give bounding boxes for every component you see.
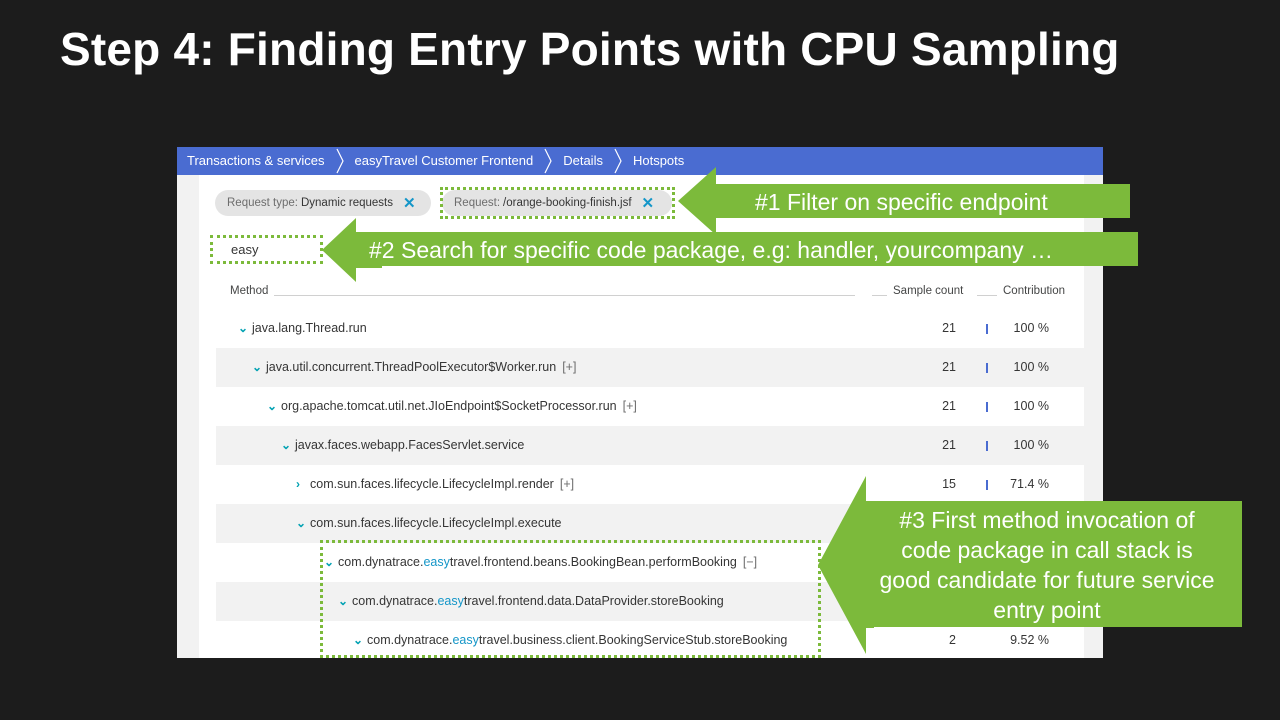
callout-3-line-1: #3 First method invocation of	[899, 507, 1195, 533]
callout-3-line-2: code package in call stack is	[901, 537, 1193, 563]
contribution: 100 %	[1013, 321, 1049, 335]
method-name-suffix: travel.business.client.BookingServiceStu…	[478, 633, 788, 647]
chevron-right-icon	[613, 147, 623, 175]
header-divider	[872, 295, 887, 296]
search-input[interactable]	[217, 239, 335, 259]
callout-2: #2 Search for specific code package, e.g…	[356, 232, 1138, 266]
chevron-right-icon[interactable]: ›	[296, 477, 300, 491]
contribution: 100 %	[1013, 438, 1049, 452]
chevron-down-icon[interactable]: ⌄	[296, 516, 307, 530]
close-icon[interactable]: ✕	[641, 195, 655, 212]
header-divider	[274, 295, 855, 296]
chip-value: /orange-booking-finish.jsf	[503, 197, 632, 209]
table-row[interactable]: › com.sun.faces.lifecycle.LifecycleImpl.…	[216, 465, 1084, 504]
callout-arrow-left-icon	[818, 476, 874, 654]
callout-3-line-4: entry point	[993, 597, 1101, 623]
method-name: com.sun.faces.lifecycle.LifecycleImpl.ex…	[310, 516, 562, 530]
expand-button[interactable]: [+]	[622, 399, 637, 413]
method-name-prefix: com.dynatrace.	[338, 555, 424, 569]
method-name: com.sun.faces.lifecycle.LifecycleImpl.re…	[310, 477, 554, 491]
column-header-method[interactable]: Method	[230, 285, 269, 297]
sample-count: 15	[942, 477, 956, 491]
callout-1: #1 Filter on specific endpoint	[716, 184, 1130, 218]
filter-chip-request: Request: /orange-booking-finish.jsf ✕	[442, 190, 672, 216]
table-row[interactable]: ⌄ java.util.concurrent.ThreadPoolExecuto…	[216, 348, 1084, 387]
chevron-down-icon[interactable]: ⌄	[252, 360, 263, 374]
column-header-contribution[interactable]: Contribution	[1003, 285, 1066, 297]
sample-count: 21	[942, 438, 956, 452]
chevron-down-icon[interactable]: ⌄	[324, 555, 335, 569]
search-match-highlight: easy	[423, 555, 450, 569]
close-icon[interactable]: ✕	[403, 195, 416, 212]
callout-2-text: #2 Search for specific code package, e.g…	[369, 237, 1054, 263]
breadcrumb: Transactions & services easyTravel Custo…	[177, 147, 1103, 175]
breadcrumb-details[interactable]: Details	[563, 153, 603, 168]
callout-1-text: #1 Filter on specific endpoint	[755, 189, 1048, 215]
contribution: 71.4 %	[1010, 477, 1049, 491]
chevron-down-icon[interactable]: ⌄	[267, 399, 278, 413]
chevron-down-icon[interactable]: ⌄	[338, 594, 349, 608]
contribution-bar	[986, 441, 988, 451]
method-name-suffix: travel.frontend.beans.BookingBean.perfor…	[449, 555, 737, 569]
slide-title: Step 4: Finding Entry Points with CPU Sa…	[60, 23, 1120, 75]
expand-button[interactable]: [+]	[559, 477, 575, 491]
callout-3: #3 First method invocation of code packa…	[866, 501, 1242, 627]
contribution: 100 %	[1013, 399, 1049, 413]
contribution-bar	[986, 402, 988, 412]
contribution-bar	[986, 480, 988, 490]
table-row[interactable]: ⌄ org.apache.tomcat.util.net.JIoEndpoint…	[216, 387, 1084, 426]
chevron-down-icon[interactable]: ⌄	[238, 321, 249, 335]
table-row[interactable]: ⌄ javax.faces.webapp.FacesServlet.servic…	[216, 426, 1084, 465]
sample-count: 21	[942, 399, 956, 413]
sample-count: 21	[942, 321, 956, 335]
method-name: org.apache.tomcat.util.net.JIoEndpoint$S…	[281, 399, 617, 413]
column-header-sample-count[interactable]: Sample count	[893, 285, 964, 297]
breadcrumb-easytravel-frontend[interactable]: easyTravel Customer Frontend	[354, 153, 534, 168]
method-name: javax.faces.webapp.FacesServlet.service	[295, 438, 525, 452]
method-name: java.util.concurrent.ThreadPoolExecutor$…	[266, 360, 557, 374]
chip-key: Request:	[454, 197, 501, 209]
method-name: java.lang.Thread.run	[252, 321, 367, 335]
sample-count: 2	[949, 633, 956, 647]
filter-chip-request-type: Request type: Dynamic requests ✕	[215, 190, 431, 216]
chevron-right-icon	[335, 147, 345, 175]
chevron-down-icon[interactable]: ⌄	[353, 633, 364, 647]
header-divider	[977, 295, 997, 296]
method-name-suffix: travel.frontend.data.DataProvider.storeB…	[463, 594, 724, 608]
search-match-highlight: easy	[452, 633, 479, 647]
expand-button[interactable]: [+]	[562, 360, 577, 374]
breadcrumb-hotspots[interactable]: Hotspots	[632, 153, 685, 168]
contribution-bar	[986, 363, 988, 373]
sample-count: 21	[942, 360, 956, 374]
callout-3-line-3: good candidate for future service	[879, 567, 1215, 593]
chevron-right-icon	[543, 147, 553, 175]
table-row[interactable]: ⌄ java.lang.Thread.run 21 100 %	[216, 309, 1084, 348]
contribution: 100 %	[1013, 360, 1049, 374]
contribution: 9.52 %	[1010, 633, 1049, 647]
chip-value: Dynamic requests	[300, 197, 394, 209]
breadcrumb-transactions-services[interactable]: Transactions & services	[187, 153, 325, 168]
method-name-prefix: com.dynatrace.	[352, 594, 438, 608]
search-match-highlight: easy	[437, 594, 464, 608]
method-name-prefix: com.dynatrace.	[367, 633, 453, 647]
left-gutter	[177, 175, 199, 658]
chevron-down-icon[interactable]: ⌄	[281, 438, 292, 452]
contribution-bar	[986, 324, 988, 334]
collapse-button[interactable]: [−]	[742, 555, 758, 569]
chip-key: Request type:	[227, 197, 298, 209]
